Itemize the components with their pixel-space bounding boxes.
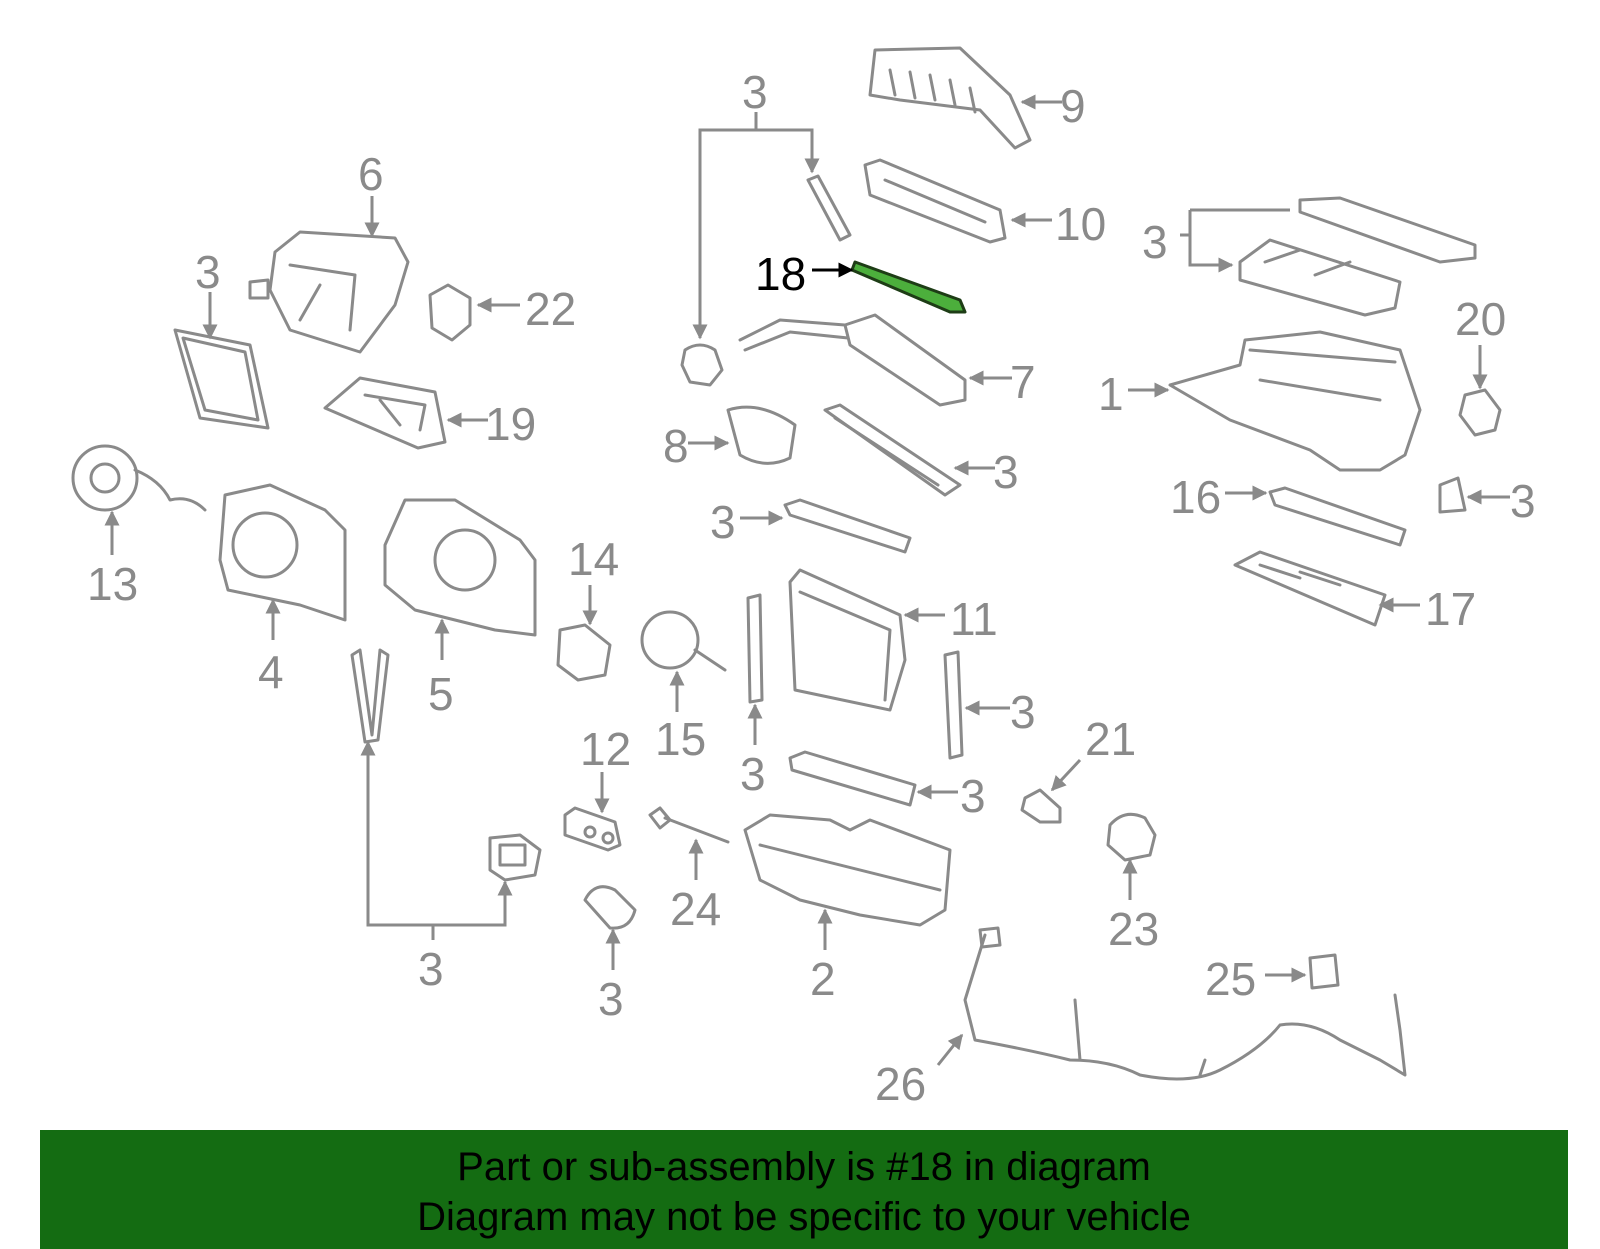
callout-19: 19 <box>485 398 536 450</box>
callout-10: 10 <box>1055 198 1106 250</box>
part-3-seal-oval-bottom[interactable] <box>583 885 637 930</box>
callout-3-bottom-mid: 3 <box>598 973 624 1025</box>
part-3-horizontal-seal[interactable] <box>788 750 917 807</box>
part-18-highlighted[interactable] <box>850 260 967 314</box>
callout-4: 4 <box>258 646 284 698</box>
part-3-seal-strip-top[interactable] <box>806 174 852 242</box>
callout-2: 2 <box>810 953 836 1005</box>
callout-16: 16 <box>1170 471 1221 523</box>
callout-21: 21 <box>1085 713 1136 765</box>
callout-25: 25 <box>1205 953 1256 1005</box>
callout-3-left: 3 <box>195 246 221 298</box>
callout-14: 14 <box>568 533 619 585</box>
part-3-filter-panel[interactable] <box>1238 196 1477 317</box>
part-3-seal-frame-mid[interactable] <box>823 403 962 497</box>
part-23-sensor[interactable] <box>1106 812 1157 862</box>
part-21-switch[interactable] <box>1020 788 1062 824</box>
part-12-valve[interactable] <box>563 806 622 852</box>
part-2-lower-case[interactable] <box>743 813 952 927</box>
part-3-seal-strip-mid[interactable] <box>783 498 912 554</box>
part-22-actuator[interactable] <box>428 283 472 342</box>
callout-20: 20 <box>1455 293 1506 345</box>
callout-3-mid2: 3 <box>710 496 736 548</box>
part-3-seal-block-bottom[interactable] <box>488 833 542 882</box>
callout-1: 1 <box>1098 368 1124 420</box>
part-9-duct[interactable] <box>868 46 1032 150</box>
leader-3-right-top <box>1188 208 1290 265</box>
part-11-evaporator[interactable] <box>788 568 907 712</box>
callout-5: 5 <box>428 668 454 720</box>
callout-3-right-top: 3 <box>1142 216 1168 268</box>
part-6-housing[interactable] <box>248 230 410 354</box>
callout-26: 26 <box>875 1058 926 1110</box>
callout-12: 12 <box>580 723 631 775</box>
part-20-sensor[interactable] <box>1458 388 1502 437</box>
part-26-wiring-harness[interactable] <box>963 926 1407 1081</box>
callout-7: 7 <box>1010 356 1036 408</box>
callout-8: 8 <box>663 420 689 472</box>
callout-23: 23 <box>1108 903 1159 955</box>
part-3-vertical-seal-right[interactable] <box>943 650 964 760</box>
callout-13: 13 <box>87 558 138 610</box>
part-3-cabin-filter-left[interactable] <box>173 328 270 430</box>
part-4-blower-housing[interactable] <box>218 483 347 622</box>
callout-18: 18 <box>755 248 806 300</box>
part-13-blower-motor[interactable] <box>71 444 207 512</box>
callout-3-bottom-left: 3 <box>418 943 444 995</box>
callout-22: 22 <box>525 283 576 335</box>
part-5-scroll-housing[interactable] <box>383 498 537 637</box>
callout-3-center-low: 3 <box>740 748 766 800</box>
info-banner: Part or sub-assembly is #18 in diagram D… <box>40 1130 1568 1249</box>
callout-11: 11 <box>950 593 998 645</box>
part-8-bracket[interactable] <box>726 405 797 465</box>
part-10-housing[interactable] <box>863 158 1007 244</box>
callout-6: 6 <box>358 148 384 200</box>
leader-3-bottom-left <box>366 746 513 927</box>
callout-9: 9 <box>1060 80 1086 132</box>
part-19-duct[interactable] <box>323 376 447 450</box>
part-24-bolt[interactable] <box>648 806 730 844</box>
part-17-grille[interactable] <box>1233 550 1387 627</box>
callout-3-top: 3 <box>742 66 768 118</box>
part-3-u-seal-left[interactable] <box>350 648 390 744</box>
banner-line-2: Diagram may not be specific to your vehi… <box>417 1195 1191 1239</box>
parts-diagram: 9 10 3 18 7 3 6 <box>71 46 1536 1110</box>
callout-24: 24 <box>670 883 721 935</box>
part-3-grommet-top[interactable] <box>680 343 724 387</box>
callout-3-right-mid: 3 <box>1010 686 1036 738</box>
leader-26 <box>936 1033 964 1066</box>
banner-line-1: Part or sub-assembly is #18 in diagram <box>457 1145 1151 1189</box>
callout-3-mid1: 3 <box>993 446 1019 498</box>
callout-15: 15 <box>655 713 706 765</box>
callout-17: 17 <box>1425 583 1476 635</box>
callout-3-far-right: 3 <box>1510 475 1536 527</box>
part-25-plug[interactable] <box>1308 953 1340 990</box>
part-14-actuator[interactable] <box>556 623 612 682</box>
part-7-heater-core[interactable] <box>738 313 967 407</box>
leader-21 <box>1050 758 1082 792</box>
leader-3-top-bracket <box>698 128 820 330</box>
part-15-resistor[interactable] <box>640 610 727 672</box>
callout-3-center-low2: 3 <box>960 770 986 822</box>
part-3-vertical-seal-center[interactable] <box>746 593 764 704</box>
part-1-case[interactable] <box>1168 330 1422 472</box>
part-3-seal-far-right[interactable] <box>1438 476 1467 514</box>
part-16-door[interactable] <box>1268 486 1407 547</box>
